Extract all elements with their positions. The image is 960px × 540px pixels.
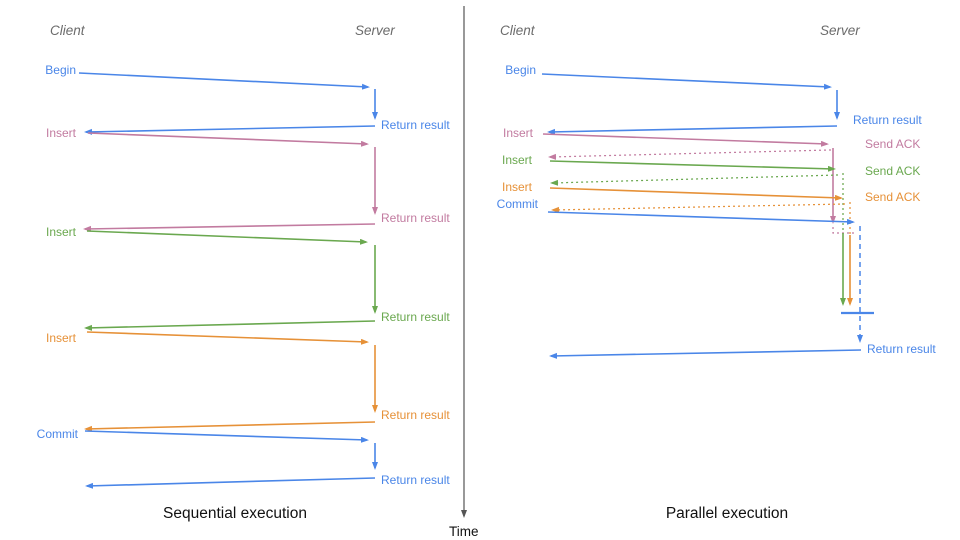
insert3-request-arrow <box>86 331 369 345</box>
client-header: Client <box>500 23 536 38</box>
insert1-label: Insert <box>46 126 77 140</box>
insert3-request-arrow <box>549 187 843 201</box>
insert1-request-arrow <box>87 132 369 147</box>
client-header: Client <box>50 23 86 38</box>
insert2-label: Insert <box>502 153 533 167</box>
commit-request-arrow <box>84 430 369 443</box>
insert3-ack-label: Send ACK <box>865 190 920 204</box>
insert1-done-connector <box>832 227 857 234</box>
insert1-ack-label: Send ACK <box>865 137 920 151</box>
begin-return-label: Return result <box>853 113 922 127</box>
right-caption: Parallel execution <box>666 505 788 522</box>
insert3-ack-arrow <box>551 203 846 213</box>
insert2-request-arrow <box>86 230 368 245</box>
begin-label: Begin <box>505 63 536 77</box>
commit-label: Commit <box>37 427 79 441</box>
commit-return-label: Return result <box>381 473 450 487</box>
insert2-ack-arrow <box>550 174 839 186</box>
commit-request-arrow <box>547 211 855 225</box>
begin-return-label: Return result <box>381 118 450 132</box>
insert2-return-arrow <box>84 320 376 331</box>
begin-return-arrow <box>84 125 376 135</box>
insert3-label: Insert <box>46 331 77 345</box>
insert3-label: Insert <box>502 180 533 194</box>
time-axis-label: Time <box>449 524 479 539</box>
left-caption: Sequential execution <box>163 505 307 522</box>
begin-request-arrow <box>78 72 370 90</box>
insert1-request-arrow <box>542 133 829 147</box>
insert2-ack-label: Send ACK <box>865 164 920 178</box>
insert1-return-arrow <box>83 223 376 232</box>
begin-label: Begin <box>45 63 76 77</box>
left-panel: Client Server Begin Return result Insert… <box>37 23 451 522</box>
begin-return-arrow <box>547 125 838 135</box>
time-axis: Time <box>449 6 479 539</box>
right-panel: Client Server Begin Return result Insert… <box>497 23 937 522</box>
insert3-return-label: Return result <box>381 408 450 422</box>
insert1-return-label: Return result <box>381 211 450 225</box>
begin-request-arrow <box>541 73 832 90</box>
commit-return-arrow <box>549 349 862 359</box>
commit-return-arrow <box>85 477 376 489</box>
insert3-return-arrow <box>84 421 376 432</box>
commit-return-label: Return result <box>867 342 936 356</box>
insert2-return-label: Return result <box>381 310 450 324</box>
insert2-request-arrow <box>549 160 836 172</box>
insert1-ack-arrow <box>548 149 832 160</box>
insert2-label: Insert <box>46 225 77 239</box>
insert1-label: Insert <box>503 126 534 140</box>
server-header: Server <box>820 23 860 38</box>
server-header: Server <box>355 23 395 38</box>
commit-label: Commit <box>497 197 539 211</box>
